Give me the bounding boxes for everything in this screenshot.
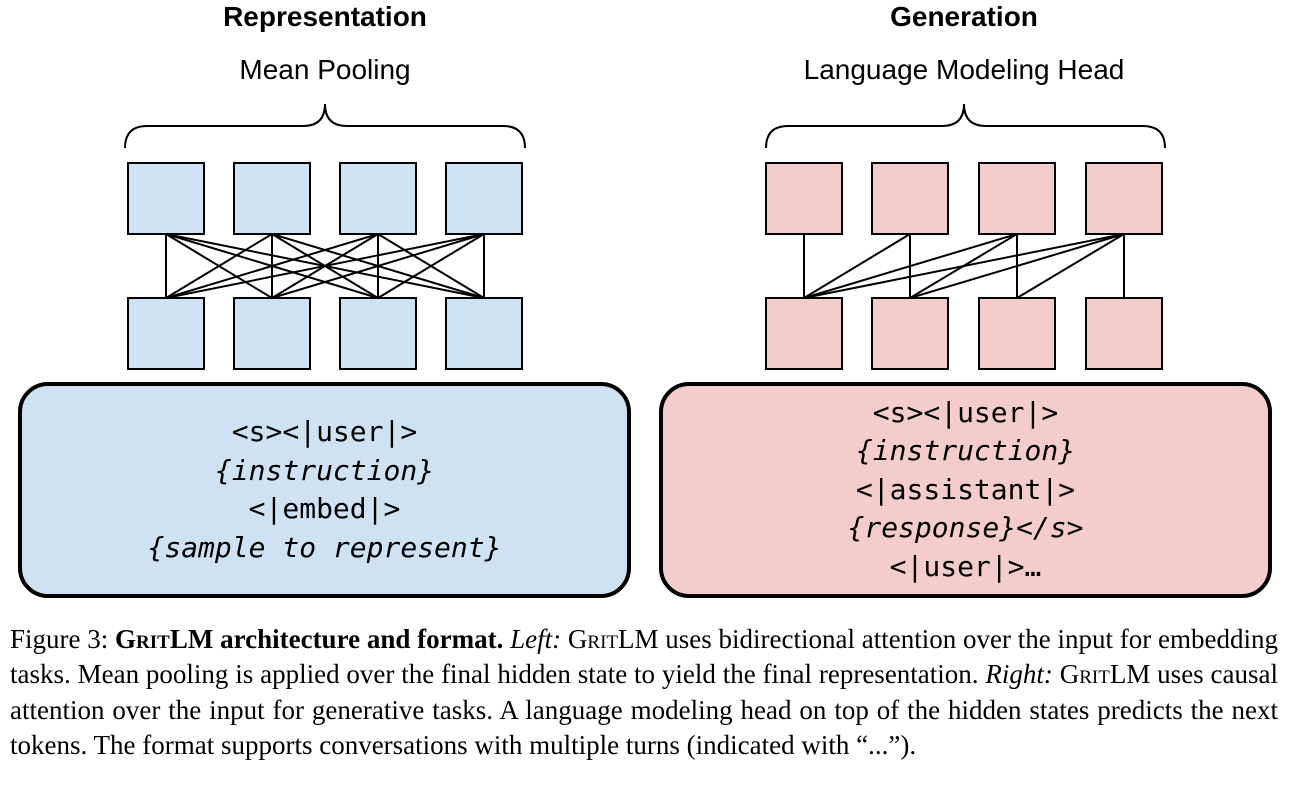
hidden-state	[445, 297, 523, 370]
right-brace	[765, 103, 1166, 149]
caption-right-label: Right:	[985, 659, 1053, 690]
generation-token-line: {instruction}	[855, 434, 1076, 468]
hidden-state	[233, 162, 311, 235]
embedding-token-line: <s><|user|>	[231, 415, 418, 448]
generation-format-box: <s><|user|> {instruction} <|assistant|> {re…	[659, 382, 1272, 598]
lm-head-label: Language Modeling Head	[803, 54, 1125, 85]
figure-3: Representation Mean Pooling Generation L…	[18, 1, 1272, 598]
caption-title-model: GritLM	[115, 624, 214, 654]
caption-title: GritLM architecture and format.	[115, 624, 503, 654]
caption-label: Figure 3:	[10, 624, 116, 654]
hidden-state	[339, 297, 417, 370]
generation-token-line: <|user|>…	[889, 549, 1042, 583]
hidden-state	[445, 162, 523, 235]
left-input-states	[127, 297, 523, 370]
hidden-state	[765, 297, 843, 370]
hidden-state	[978, 297, 1056, 370]
hidden-state	[233, 297, 311, 370]
generation-token-line: {response}</s>	[847, 511, 1084, 545]
caption-model-name: GritLM	[567, 624, 659, 654]
hidden-state	[978, 162, 1056, 235]
generation-token-line: <|assistant|>	[855, 472, 1076, 506]
left-brace	[124, 103, 526, 149]
generation-token-line: <s><|user|>	[872, 395, 1059, 429]
caption-text-right: uses causal attention over the input for…	[10, 659, 1278, 761]
bidirectional-attention-edges	[165, 233, 485, 299]
embedding-token-line: <|embed|>	[248, 492, 401, 525]
hidden-state	[765, 162, 843, 235]
left-output-states	[127, 162, 523, 235]
hidden-state	[127, 162, 205, 235]
right-input-states	[765, 297, 1163, 370]
embedding-token-line: {sample to represent}	[147, 530, 502, 564]
right-output-states	[765, 162, 1163, 235]
hidden-state	[871, 162, 949, 235]
causal-attention-edges	[803, 233, 1125, 299]
hidden-state	[871, 297, 949, 370]
mean-pooling-label: Mean Pooling	[239, 54, 411, 85]
hidden-state	[1085, 162, 1163, 235]
hidden-state	[339, 162, 417, 235]
architecture-diagram	[124, 103, 1166, 370]
embedding-format-box: <s><|user|> {instruction} <|embed|> {sample…	[18, 382, 631, 598]
caption-left-label: Left:	[510, 624, 562, 654]
generation-heading: Generation	[890, 1, 1038, 32]
hidden-state	[127, 297, 205, 370]
hidden-state	[1085, 297, 1163, 370]
caption-title-rest: architecture and format.	[213, 624, 504, 654]
representation-heading: Representation	[223, 1, 427, 32]
caption-text-left: uses bidirectional attention over the in…	[10, 624, 1279, 690]
embedding-token-line: {instruction}	[214, 453, 435, 487]
figure-caption: Figure 3: GritLM architecture and format…	[10, 622, 1278, 764]
caption-model-name: GritLM	[1059, 659, 1151, 690]
